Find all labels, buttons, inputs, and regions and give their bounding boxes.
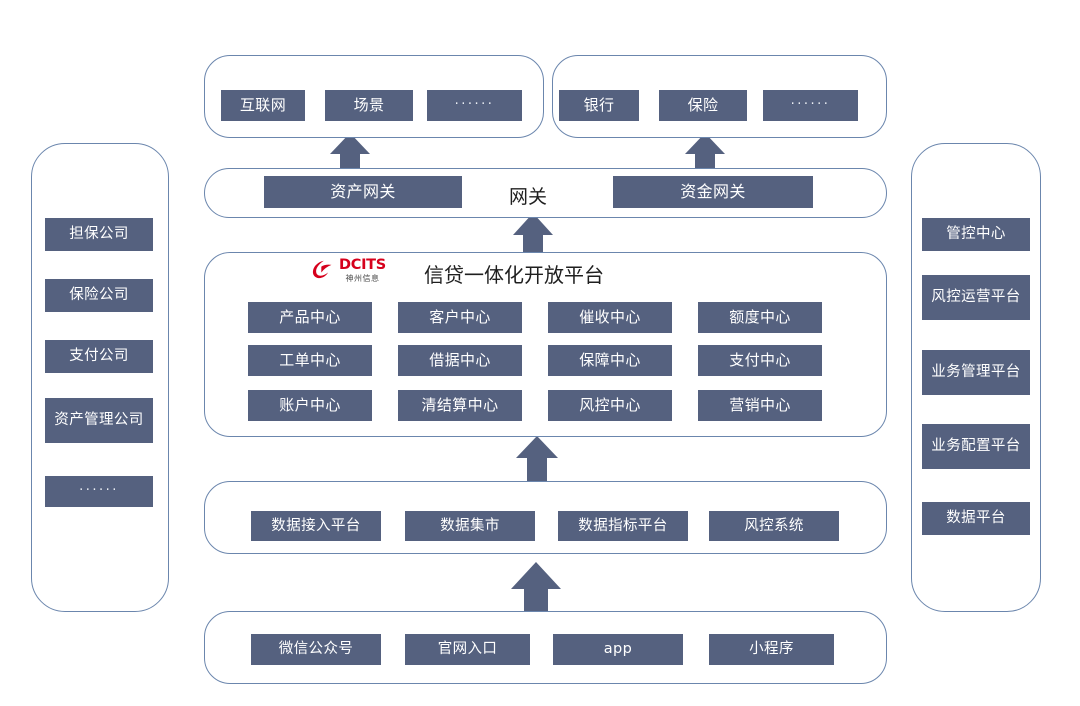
platform-module-workorder[interactable]: 工单中心 <box>248 345 372 376</box>
asset-channel-item-scenario[interactable]: 场景 <box>325 90 413 121</box>
related-system-payment-company[interactable]: 支付公司 <box>45 340 153 373</box>
logo-text-cn: 神州信息 <box>345 273 380 283</box>
fund-channel-item-more[interactable]: ······ <box>763 90 858 121</box>
fund-channel-item-bank[interactable]: 银行 <box>559 90 639 121</box>
platform-module-risk[interactable]: 风控中心 <box>548 390 672 421</box>
platform-module-credit-limit[interactable]: 额度中心 <box>698 302 822 333</box>
front-layer-item-app[interactable]: app <box>553 634 683 665</box>
platform-module-collection[interactable]: 催收中心 <box>548 302 672 333</box>
data-layer-item-ingest[interactable]: 数据接入平台 <box>251 511 381 541</box>
fund-channel-item-insurance[interactable]: 保险 <box>659 90 747 121</box>
gateway-item-asset[interactable]: 资产网关 <box>264 176 462 208</box>
dcits-logo: DCITS 神州信息 <box>310 258 386 283</box>
platform-module-settlement[interactable]: 清结算中心 <box>398 390 522 421</box>
front-layer-item-wechat-official[interactable]: 微信公众号 <box>251 634 381 665</box>
dcits-swoosh-icon <box>312 260 332 279</box>
related-system-more[interactable]: ······ <box>45 476 153 507</box>
arrow-front-to-data-head <box>511 562 561 589</box>
related-system-insurance-company[interactable]: 保险公司 <box>45 279 153 312</box>
platform-module-marketing[interactable]: 营销中心 <box>698 390 822 421</box>
platform-module-payment[interactable]: 支付中心 <box>698 345 822 376</box>
asset-channel-item-internet[interactable]: 互联网 <box>221 90 305 121</box>
operation-item-risk-platform[interactable]: 风控运营平台 <box>922 275 1030 320</box>
operation-item-control-center[interactable]: 管控中心 <box>922 218 1030 251</box>
related-system-guarantee-company[interactable]: 担保公司 <box>45 218 153 251</box>
arrow-data-to-platform-shaft <box>527 457 547 485</box>
arrow-asset-channel-head <box>330 133 370 154</box>
platform-module-account[interactable]: 账户中心 <box>248 390 372 421</box>
platform-module-guarantee[interactable]: 保障中心 <box>548 345 672 376</box>
gateway-item-fund[interactable]: 资金网关 <box>613 176 813 208</box>
operation-item-business-config[interactable]: 业务配置平台 <box>922 424 1030 469</box>
platform-module-customer[interactable]: 客户中心 <box>398 302 522 333</box>
front-layer-item-miniprogram[interactable]: 小程序 <box>709 634 834 665</box>
platform-module-product[interactable]: 产品中心 <box>248 302 372 333</box>
panel-related-systems <box>31 143 169 612</box>
platform-module-loan-note[interactable]: 借据中心 <box>398 345 522 376</box>
operation-item-business-mgmt[interactable]: 业务管理平台 <box>922 350 1030 395</box>
logo-text-en: DCITS <box>339 257 386 273</box>
arrow-fund-channel-head <box>685 133 725 154</box>
asset-channel-item-more[interactable]: ······ <box>427 90 522 121</box>
arrow-data-to-platform-head <box>516 436 558 458</box>
data-layer-item-indicator[interactable]: 数据指标平台 <box>558 511 688 541</box>
platform-title: 信贷一体化开放平台 <box>424 263 604 287</box>
data-layer-item-mart[interactable]: 数据集市 <box>405 511 535 541</box>
arrow-platform-to-gateway-head <box>513 213 553 235</box>
operation-item-data-platform[interactable]: 数据平台 <box>922 502 1030 535</box>
data-layer-item-riskctl[interactable]: 风控系统 <box>709 511 839 541</box>
front-layer-item-website[interactable]: 官网入口 <box>405 634 530 665</box>
gateway-label: 网关 <box>509 186 548 208</box>
related-system-asset-management-company[interactable]: 资产管理公司 <box>45 398 153 443</box>
